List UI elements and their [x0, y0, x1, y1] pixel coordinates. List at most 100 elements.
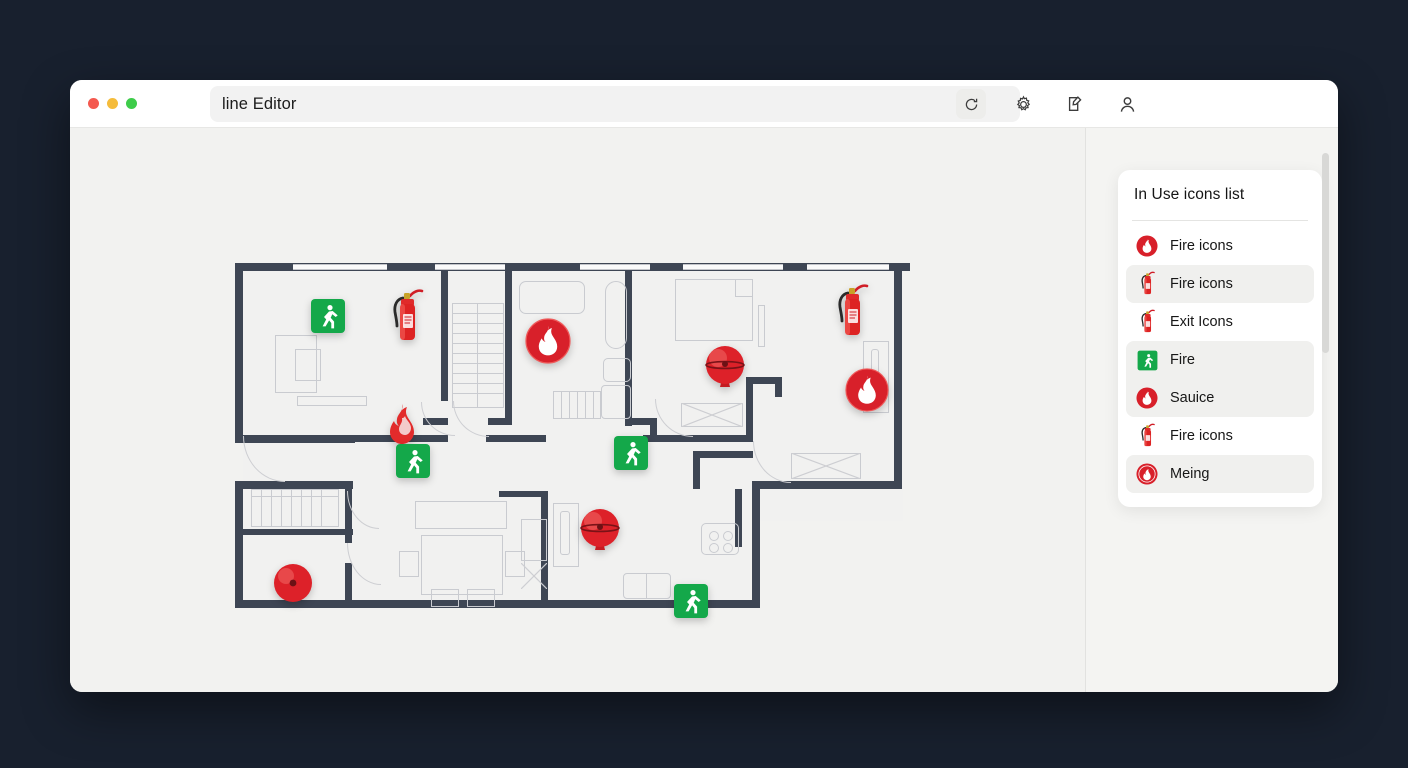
stair-rail — [251, 496, 339, 497]
panel-divider — [1132, 220, 1308, 221]
alarm-bell-icon — [580, 509, 620, 550]
dining-chair — [505, 551, 525, 577]
list-item[interactable]: Sauice — [1126, 379, 1314, 417]
list-item[interactable]: Fire icons — [1126, 227, 1314, 265]
floorplan[interactable] — [235, 263, 910, 618]
close-button[interactable] — [88, 98, 99, 109]
wardrobe — [758, 305, 765, 347]
wall-lower-topleft — [235, 481, 353, 489]
marker-fire-extinguisher[interactable] — [835, 283, 869, 346]
list-item[interactable]: Fire icons — [1126, 417, 1314, 455]
radiator-fin — [585, 391, 586, 419]
marker-fire-extinguisher[interactable] — [390, 288, 424, 351]
counter-panel — [560, 511, 570, 555]
panel-scrollbar[interactable] — [1322, 153, 1329, 353]
counter-right — [553, 503, 579, 567]
stair-step — [311, 489, 312, 527]
fire-extinguisher-icon — [1134, 423, 1160, 449]
maximize-button[interactable] — [126, 98, 137, 109]
stair-step — [452, 363, 504, 364]
wall-bottom-right — [752, 488, 760, 608]
wall-lower-h1 — [243, 529, 353, 535]
settings-button[interactable] — [1008, 89, 1038, 119]
exit-sign-icon — [674, 584, 708, 618]
edit-document-button[interactable] — [1060, 89, 1090, 119]
list-item[interactable]: Exit Icons — [1126, 303, 1314, 341]
wall-lower-v3 — [735, 489, 742, 547]
cabinet-2 — [791, 453, 861, 479]
stair-step — [271, 489, 272, 527]
stair-step — [281, 489, 282, 527]
marker-exit-sign[interactable] — [613, 435, 649, 476]
traffic-lights — [70, 98, 137, 109]
window-opening — [807, 264, 889, 270]
marker-fire-badge[interactable] — [845, 368, 889, 417]
side-table — [297, 396, 367, 406]
counter — [415, 501, 507, 529]
bathtub-2 — [605, 281, 627, 349]
wall-lower-v2 — [541, 491, 548, 603]
list-item-label: Fire icons — [1170, 238, 1233, 254]
fire-flame-icon — [390, 404, 414, 444]
minimize-button[interactable] — [107, 98, 118, 109]
sink — [603, 358, 631, 382]
marker-alarm-bell[interactable] — [703, 343, 747, 398]
window-title: line Editor — [222, 94, 297, 113]
stove-burner — [709, 543, 719, 553]
wall-interior-v1 — [441, 271, 448, 401]
wall-top — [235, 263, 910, 271]
marker-alarm-bell[interactable] — [273, 563, 313, 608]
dining-chair — [399, 551, 419, 577]
marker-exit-sign[interactable] — [310, 298, 346, 339]
stair-step — [261, 489, 262, 527]
list-item-label: Fire icons — [1170, 428, 1233, 444]
marker-exit-sign[interactable] — [395, 443, 431, 484]
icons-list: Fire icons Fire icons Exit Icons — [1118, 227, 1322, 493]
cabinet-cross-2 — [790, 452, 862, 480]
wall-lower-v1c — [345, 563, 352, 603]
wall-interior-h6 — [643, 435, 753, 442]
wall-interior-v3 — [625, 271, 632, 426]
title-field[interactable]: line Editor — [210, 86, 1020, 122]
window-opening — [683, 264, 783, 270]
dining-chair — [467, 589, 495, 607]
nightstand — [735, 279, 753, 297]
stair-step — [452, 353, 504, 354]
dining-chair — [431, 589, 459, 607]
marker-fire-flame[interactable] — [385, 403, 419, 450]
radiator-fin — [593, 391, 594, 419]
list-item-label: Fire icons — [1170, 276, 1233, 292]
list-item[interactable]: Meing — [1126, 455, 1314, 493]
list-item-label: Sauice — [1170, 390, 1215, 406]
stair-step — [301, 489, 302, 527]
toolbar — [956, 80, 1142, 128]
marker-fire-badge[interactable] — [525, 318, 571, 369]
marker-exit-sign[interactable] — [673, 583, 709, 624]
stairs-lower — [251, 489, 339, 527]
fire-extinguisher-icon — [838, 284, 869, 335]
stair-step — [452, 373, 504, 374]
refresh-button[interactable] — [956, 89, 986, 119]
sink-divider — [623, 573, 647, 599]
list-item[interactable]: Fire icons — [1126, 265, 1314, 303]
fire-circle-icon — [1134, 385, 1160, 411]
account-button[interactable] — [1112, 89, 1142, 119]
floorplan-canvas[interactable] — [70, 128, 1086, 692]
wall-interior-v2 — [505, 271, 512, 423]
list-item[interactable]: Fire — [1126, 341, 1314, 379]
exit-sign-icon — [1134, 347, 1160, 373]
stair-step — [452, 393, 504, 394]
right-pane: In Use icons list Fire icons Fire icons — [1086, 128, 1338, 692]
wall-interior-v3b — [650, 425, 657, 437]
toilet — [601, 385, 631, 419]
list-item-label: Meing — [1170, 466, 1210, 482]
radiator-fin — [569, 391, 570, 419]
radiator-fin — [561, 391, 562, 419]
stair-rail — [477, 303, 478, 408]
wall-lower-h2 — [499, 491, 548, 497]
shelf-cross-icon — [520, 562, 548, 590]
exit-sign-icon — [614, 436, 648, 470]
marker-alarm-bell[interactable] — [578, 506, 622, 561]
wall-interior-h7 — [746, 377, 781, 384]
